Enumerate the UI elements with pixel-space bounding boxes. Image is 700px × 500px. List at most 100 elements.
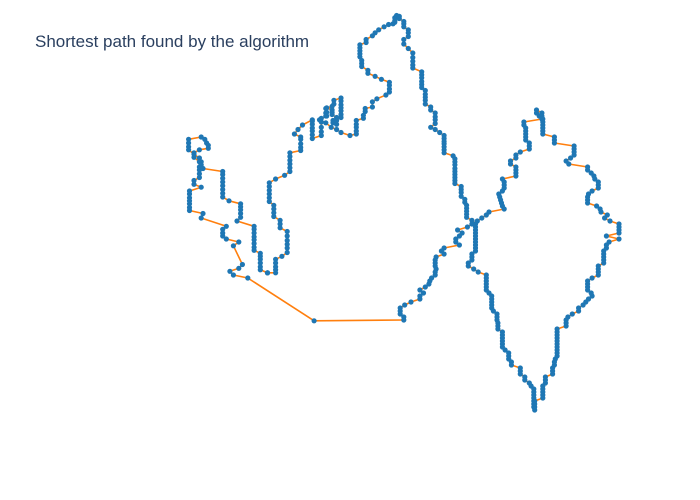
path-point xyxy=(266,198,272,205)
path-point xyxy=(338,95,344,101)
path-point xyxy=(378,76,384,82)
path-point xyxy=(603,233,610,239)
path-point xyxy=(198,215,204,221)
path-point xyxy=(266,195,272,201)
path-point xyxy=(200,165,206,172)
path-point xyxy=(220,179,226,185)
path-point xyxy=(291,131,297,137)
path-point xyxy=(517,371,523,377)
path-point xyxy=(309,121,315,127)
path-point xyxy=(330,117,336,124)
path-point xyxy=(362,105,368,112)
path-point xyxy=(196,147,202,153)
path-point xyxy=(386,86,392,92)
path-point xyxy=(585,191,592,197)
path-point xyxy=(338,111,344,118)
path-point xyxy=(323,113,329,119)
path-point xyxy=(230,243,236,249)
path-point xyxy=(452,180,458,187)
path-point xyxy=(588,290,594,296)
path-point xyxy=(369,99,375,105)
path-point xyxy=(539,116,545,122)
path-point xyxy=(236,265,242,271)
path-point xyxy=(200,210,206,217)
path-point xyxy=(532,398,538,404)
path-point xyxy=(318,132,324,139)
path-point xyxy=(533,110,540,116)
path-point xyxy=(490,308,496,314)
path-point xyxy=(508,362,514,368)
path-point xyxy=(257,267,263,273)
path-point xyxy=(277,225,283,231)
path-point xyxy=(186,195,193,201)
path-point xyxy=(196,171,202,177)
path-point xyxy=(458,193,464,199)
path-point xyxy=(220,230,226,236)
path-point xyxy=(309,132,315,138)
path-point xyxy=(376,27,382,33)
path-point xyxy=(397,311,403,317)
path-point xyxy=(474,218,480,224)
path-point xyxy=(287,150,293,156)
path-point xyxy=(410,50,416,56)
path-point xyxy=(266,180,272,186)
path-segment xyxy=(200,217,228,228)
path-point xyxy=(271,210,277,216)
path-point xyxy=(311,318,317,324)
path-point xyxy=(410,65,416,71)
path-point xyxy=(502,347,508,353)
path-point xyxy=(186,136,192,142)
path-point xyxy=(191,181,197,187)
path-point xyxy=(432,117,438,123)
path-point xyxy=(381,24,387,30)
path-point xyxy=(220,186,226,193)
path-point xyxy=(565,314,571,320)
path-point xyxy=(284,233,290,239)
path-point xyxy=(594,203,600,209)
path-segment xyxy=(553,142,575,147)
path-point xyxy=(220,175,226,181)
path-point xyxy=(287,161,293,167)
path-point xyxy=(329,103,335,109)
path-point xyxy=(284,228,290,235)
path-point xyxy=(220,226,226,232)
path-point xyxy=(271,206,277,212)
path-point xyxy=(604,212,610,218)
path-point xyxy=(298,141,304,147)
path-point xyxy=(475,269,481,275)
path-point xyxy=(220,171,226,178)
path-point xyxy=(471,266,477,272)
path-point xyxy=(287,165,293,171)
path-point xyxy=(357,42,363,48)
path-point xyxy=(251,230,257,236)
path-point xyxy=(428,107,434,113)
path-point xyxy=(419,84,425,91)
path-point xyxy=(299,122,306,128)
path-point xyxy=(401,24,407,30)
path-point xyxy=(266,191,272,197)
path-point xyxy=(372,30,378,36)
path-point xyxy=(186,147,192,153)
path-point xyxy=(271,213,277,220)
path-point xyxy=(432,110,438,116)
path-point xyxy=(585,278,591,284)
path-point xyxy=(563,158,569,164)
path-point xyxy=(287,153,293,160)
path-point xyxy=(186,204,193,211)
path-point xyxy=(606,239,612,245)
path-point xyxy=(469,221,475,227)
path-point xyxy=(501,206,507,212)
path-segment xyxy=(202,167,224,173)
path-point xyxy=(542,374,549,380)
path-point xyxy=(273,264,279,270)
path-point xyxy=(186,188,193,194)
path-point xyxy=(428,124,434,130)
path-point xyxy=(251,247,257,253)
path-point xyxy=(298,144,304,151)
path-point xyxy=(239,261,245,268)
path-point xyxy=(251,226,257,232)
path-point xyxy=(223,223,229,229)
path-point xyxy=(198,134,204,140)
path-point xyxy=(353,121,359,127)
path-point xyxy=(595,263,601,269)
